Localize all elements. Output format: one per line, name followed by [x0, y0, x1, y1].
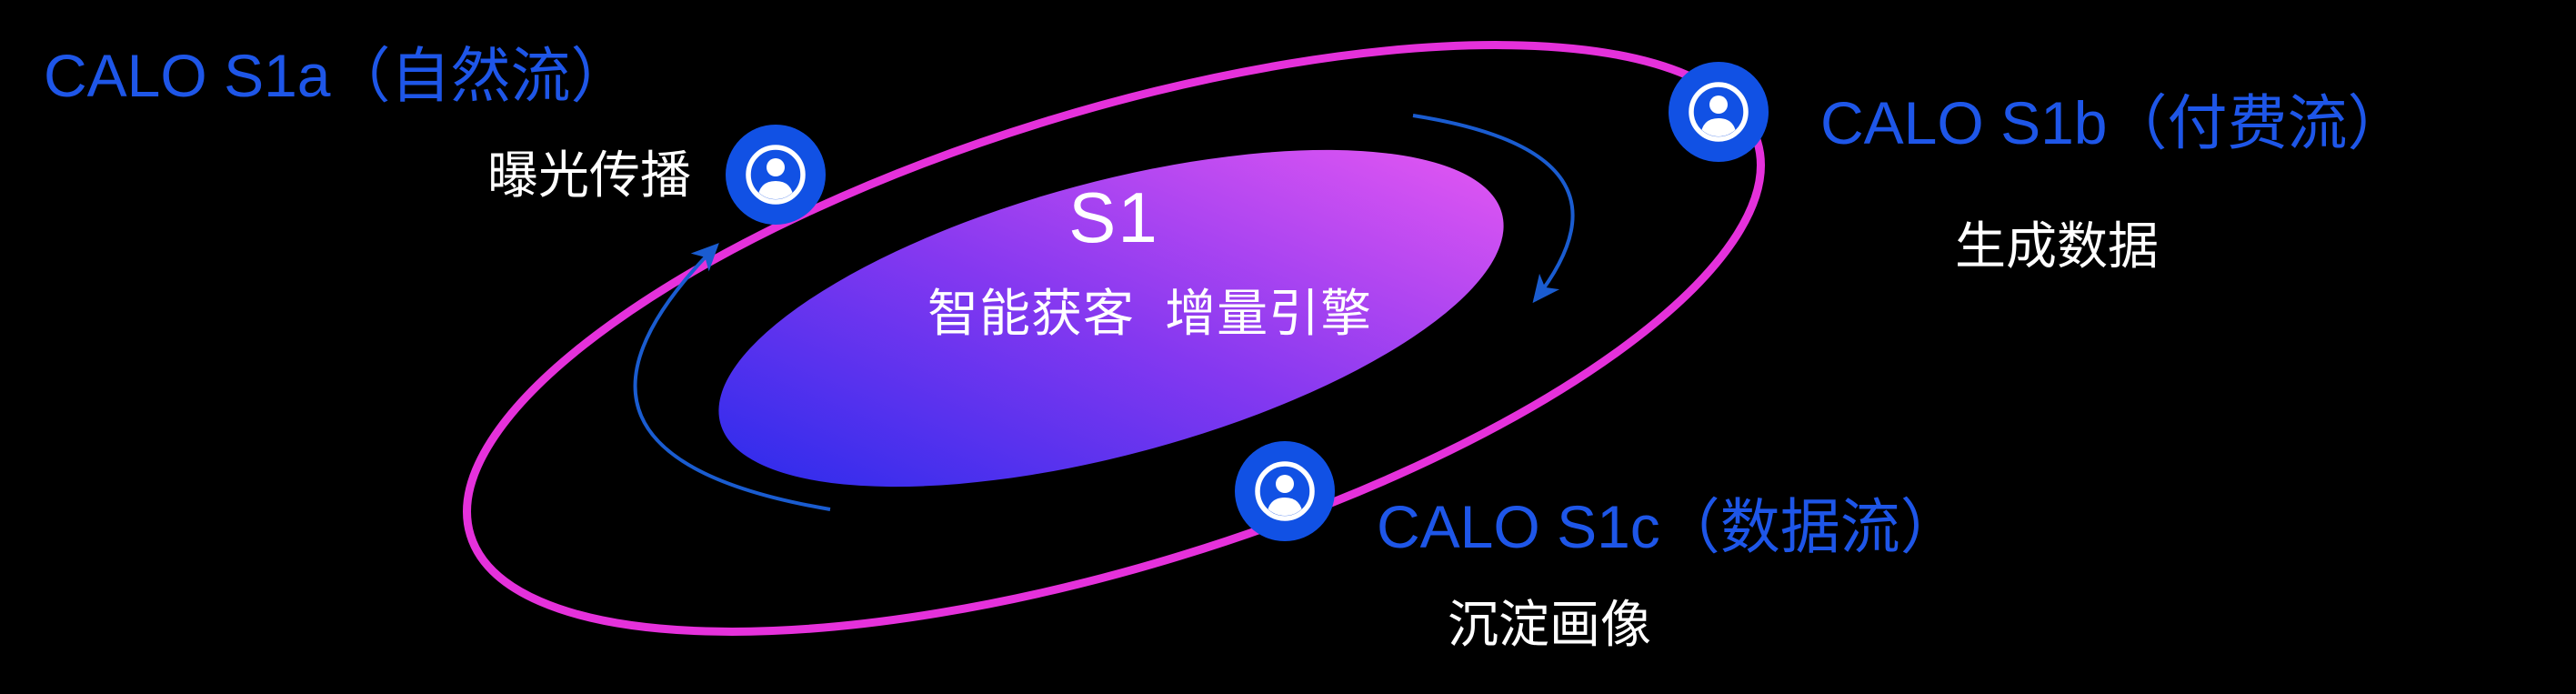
node-label-s1b: CALO S1b（付费流）	[1820, 89, 2408, 156]
core-ellipse	[718, 149, 1504, 488]
user-icon	[1669, 62, 1769, 162]
user-icon	[1235, 441, 1335, 541]
node-sublabel-s1b: 生成数据	[1955, 217, 2159, 275]
flow-arrow-left	[633, 243, 831, 511]
node-sublabel-s1a: 曝光传播	[487, 146, 691, 204]
node-label-s1a: CALO S1a（自然流）	[44, 42, 631, 109]
flow-arrow-right	[1412, 114, 1575, 304]
node-sublabel-s1c: 沉淀画像	[1448, 596, 1651, 653]
user-icon	[726, 125, 826, 225]
node-label-s1c: CALO S1c（数据流）	[1377, 493, 1960, 560]
